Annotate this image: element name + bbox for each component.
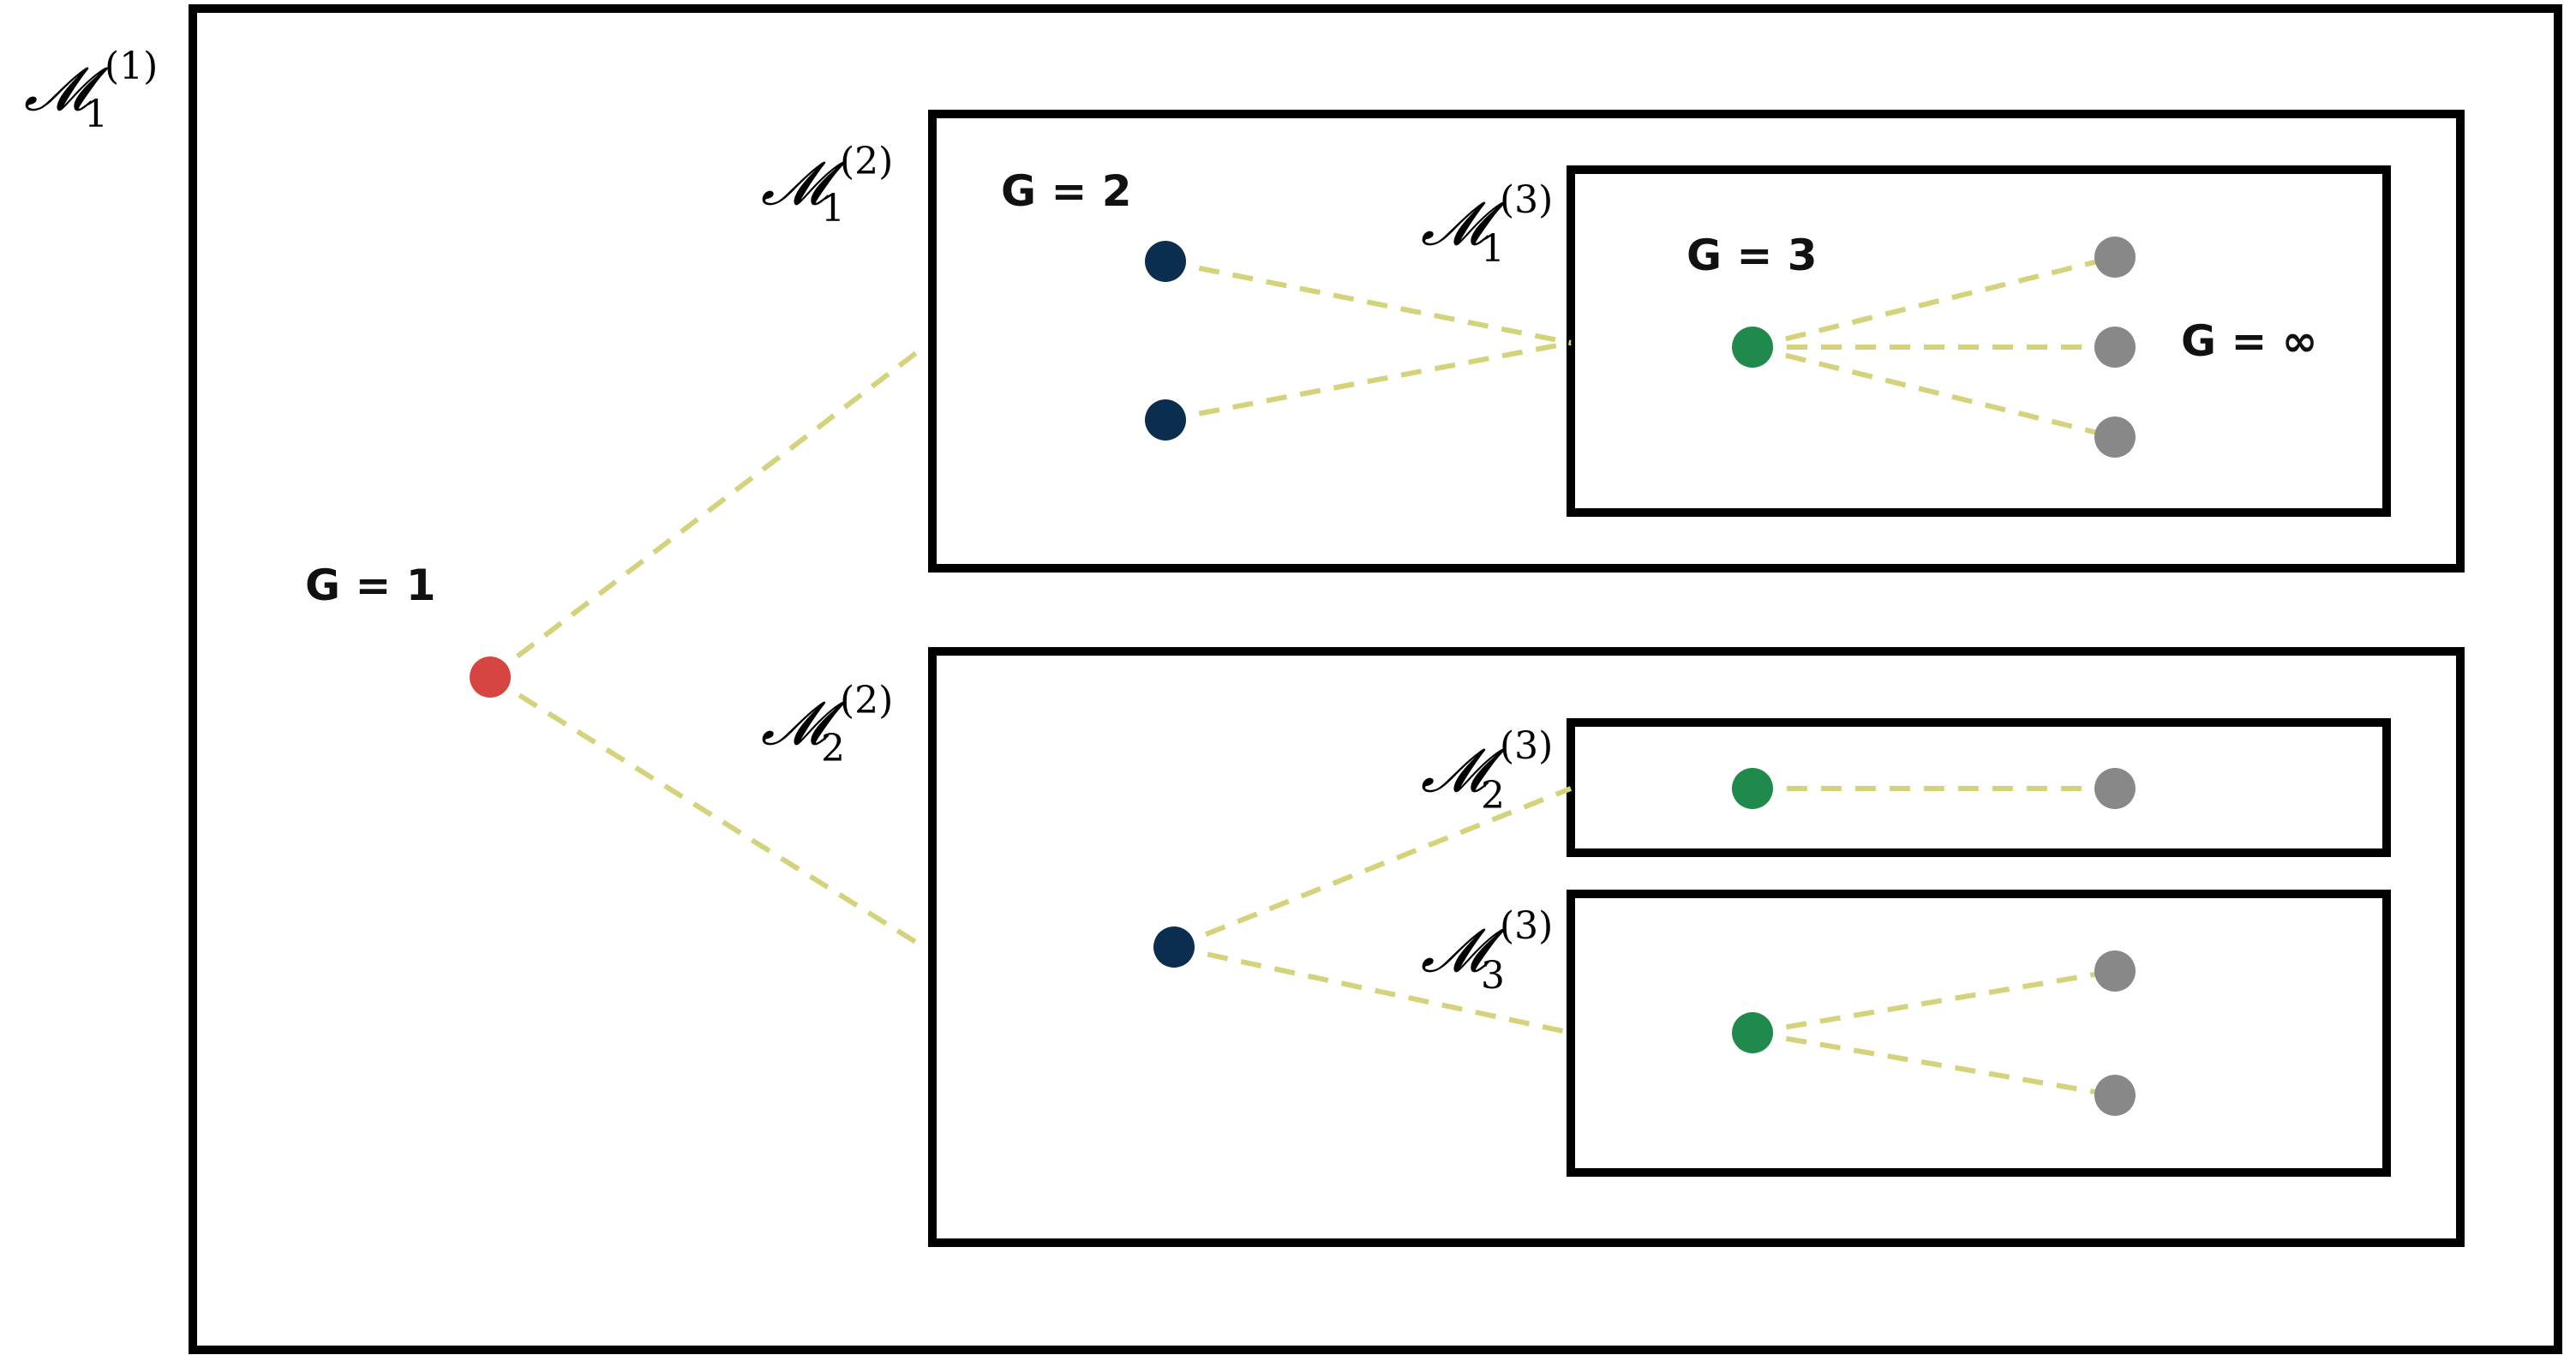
edge-root-to-m2-2 bbox=[488, 675, 926, 950]
module-label-m1-2-sub: 1 bbox=[821, 187, 845, 231]
edge-g3-to-ginf-top bbox=[1752, 255, 2116, 350]
node-generation-2-bottom bbox=[1145, 399, 1186, 441]
node-generation-3-m1 bbox=[1732, 327, 1773, 368]
module-label-m2-2-sub: 2 bbox=[821, 727, 845, 770]
module-label-m2-2: 𝓜 2 (2) bbox=[761, 679, 893, 770]
module-label-m3-3: 𝓜 3 (3) bbox=[1421, 904, 1553, 998]
module-label-m1-3-sup: (3) bbox=[1500, 178, 1553, 222]
module-label-m1-2: 𝓜 1 (2) bbox=[761, 140, 893, 231]
edge-g2-lower-to-m3-3 bbox=[1173, 944, 1572, 1035]
node-generation-inf-3 bbox=[2094, 417, 2136, 458]
edge-g2-bottom-to-m1-3 bbox=[1165, 340, 1572, 423]
edge-root-to-m1-2 bbox=[488, 345, 926, 680]
node-generation-2-lower bbox=[1153, 926, 1195, 968]
generation-label-infinity: G = ∞ bbox=[2181, 316, 2317, 366]
node-generation-2-top bbox=[1145, 241, 1186, 282]
edge-m3-3-g3-to-ginf-bottom bbox=[1752, 1030, 2116, 1098]
node-generation-inf-5 bbox=[2094, 950, 2136, 992]
edge-g2-lower-to-m2-3 bbox=[1172, 786, 1573, 950]
generation-label-2: G = 2 bbox=[1001, 166, 1132, 216]
module-label-m1-2-sup: (2) bbox=[840, 140, 893, 183]
edge-m3-3-g3-to-ginf-top bbox=[1752, 968, 2116, 1035]
module-label-m3-3-sup: (3) bbox=[1500, 904, 1553, 948]
edge-g3-to-ginf-bottom bbox=[1752, 345, 2116, 440]
node-generation-inf-6 bbox=[2094, 1075, 2136, 1116]
module-label-m1-1-sub: 1 bbox=[84, 93, 108, 136]
module-label-m2-3-sub: 2 bbox=[1481, 774, 1505, 818]
module-label-m2-3-sup: (3) bbox=[1500, 724, 1553, 768]
module-box-m1-1 bbox=[189, 4, 2562, 1354]
module-box-m1-2 bbox=[928, 110, 2465, 573]
module-box-m3-3 bbox=[1567, 890, 2391, 1177]
edge-g2-top-to-m1-3 bbox=[1165, 259, 1572, 345]
module-label-m1-1-sup: (1) bbox=[105, 45, 158, 88]
module-box-m2-3 bbox=[1567, 718, 2391, 857]
module-label-m1-3: 𝓜 1 (3) bbox=[1421, 178, 1553, 271]
module-label-m3-3-sub: 3 bbox=[1481, 954, 1505, 998]
node-generation-inf-1 bbox=[2094, 237, 2136, 278]
node-generation-1 bbox=[470, 657, 511, 698]
module-label-m1-1: 𝓜 1 (1) bbox=[24, 45, 158, 136]
module-label-m1-3-sub: 1 bbox=[1481, 227, 1505, 271]
node-generation-3-m3 bbox=[1732, 1012, 1773, 1053]
node-generation-inf-2 bbox=[2094, 327, 2136, 368]
generation-label-3: G = 3 bbox=[1686, 231, 1818, 280]
node-generation-3-m2 bbox=[1732, 768, 1773, 809]
generation-label-1: G = 1 bbox=[305, 561, 436, 610]
module-box-m2-2 bbox=[928, 647, 2465, 1247]
node-generation-inf-4 bbox=[2094, 768, 2136, 809]
module-label-m2-2-sup: (2) bbox=[840, 679, 893, 722]
